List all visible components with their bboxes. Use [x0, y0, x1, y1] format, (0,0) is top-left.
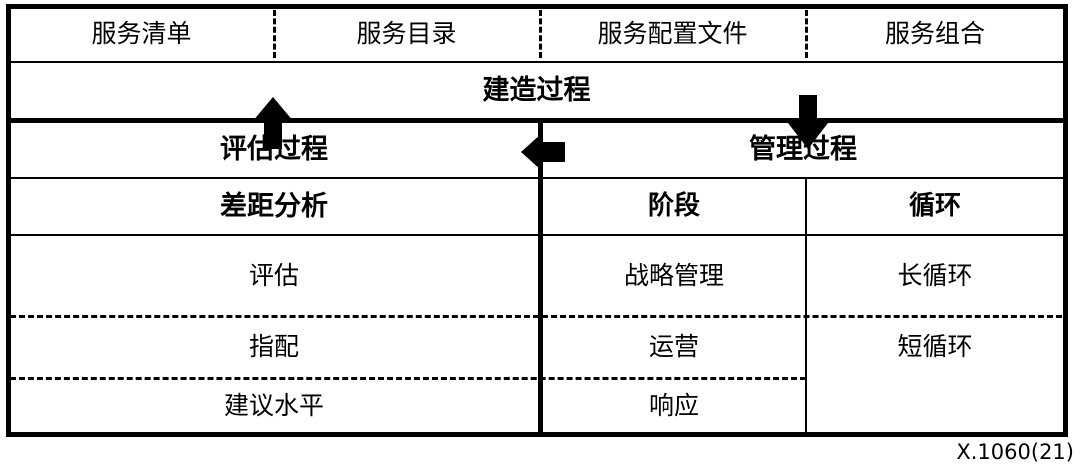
table-row[interactable]: 战略管理: [543, 237, 805, 314]
figure-caption: X.1060(21): [956, 440, 1074, 464]
table-row[interactable]: 运营: [543, 318, 805, 376]
service-cell-service-profile[interactable]: 服务配置文件: [541, 8, 804, 60]
table-row[interactable]: 指配: [10, 318, 538, 376]
left-arrow-icon: [521, 134, 565, 170]
subheader-label: 差距分析: [220, 190, 328, 222]
outer-bottom-border: [6, 432, 1068, 437]
subheader-label: 循环: [908, 191, 961, 222]
rule-below-processes: [8, 177, 1066, 179]
up-arrow-icon: [252, 97, 294, 149]
gap-analysis-value: 建议水平: [223, 390, 324, 420]
down-arrow-icon: [788, 95, 828, 149]
cycle-value: 短循环: [897, 332, 973, 362]
cycle-value: 长循环: [897, 260, 973, 290]
service-cell-label: 服务配置文件: [597, 19, 748, 49]
service-cell-service-list[interactable]: 服务清单: [10, 8, 273, 60]
table-row[interactable]: [807, 380, 1063, 431]
rule-below-build: [6, 118, 1068, 123]
build-process-cell[interactable]: 建造过程: [10, 64, 1063, 117]
subheader-label: 阶段: [647, 191, 700, 222]
table-row[interactable]: 响应: [543, 380, 805, 431]
service-cell-label: 服务目录: [356, 19, 457, 49]
service-cell-label: 服务清单: [91, 19, 192, 49]
service-divider-2: [539, 10, 542, 58]
stage-value: 运营: [648, 332, 699, 362]
service-divider-3: [805, 10, 808, 58]
table-row[interactable]: 短循环: [807, 318, 1063, 376]
service-divider-1: [273, 10, 276, 58]
subheader-gap-analysis[interactable]: 差距分析: [10, 180, 538, 233]
subheader-cycle[interactable]: 循环: [807, 180, 1063, 233]
table-row[interactable]: 评估: [10, 237, 538, 314]
table-row[interactable]: 建议水平: [10, 380, 538, 431]
outer-top-border: [6, 4, 1068, 9]
service-cell-label: 服务组合: [884, 19, 985, 49]
outer-right-border: [1063, 4, 1068, 437]
stage-value: 战略管理: [623, 260, 724, 290]
service-cell-service-catalog[interactable]: 服务目录: [275, 8, 538, 60]
stage-cycle-divider: [805, 179, 807, 435]
service-cell-service-portfolio[interactable]: 服务组合: [807, 8, 1063, 60]
rule-below-services: [8, 61, 1066, 63]
table-row[interactable]: 长循环: [807, 237, 1063, 314]
subheader-stage[interactable]: 阶段: [543, 180, 805, 233]
outer-left-border: [6, 4, 11, 437]
build-process-label: 建造过程: [482, 74, 591, 106]
rule-below-subheads: [8, 234, 1066, 236]
gap-analysis-value: 指配: [248, 332, 299, 362]
data-row-divider-1: [10, 315, 1062, 318]
gap-analysis-value: 评估: [248, 260, 299, 290]
data-row-divider-2: [10, 377, 806, 380]
stage-value: 响应: [648, 390, 699, 420]
center-divider: [538, 120, 543, 435]
